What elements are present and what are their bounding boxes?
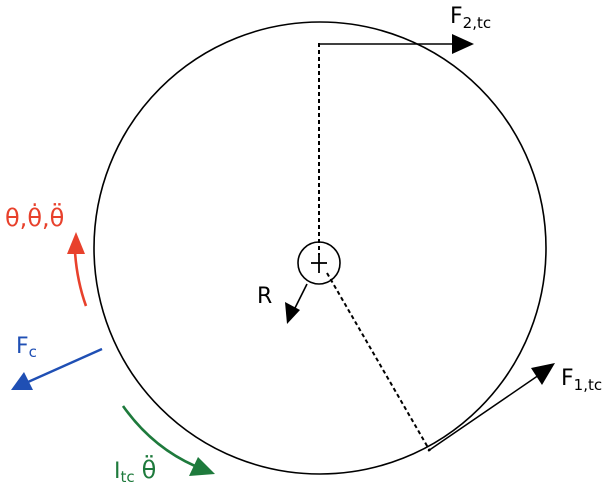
f1-arrowhead bbox=[531, 363, 555, 385]
f1-arrow-shaft bbox=[427, 374, 540, 452]
fc-label: Fc bbox=[16, 334, 37, 361]
radius-line-lower-right bbox=[326, 272, 431, 452]
theta-label: θ,θ̇,θ̈ bbox=[5, 203, 64, 232]
f2-label: F2,tc bbox=[450, 4, 491, 32]
inertia-arrow-shaft bbox=[121, 405, 196, 468]
theta-arrow-shaft bbox=[73, 251, 88, 307]
inertia-arrowhead bbox=[189, 457, 215, 476]
f1-label: F1,tc bbox=[561, 366, 602, 394]
wheel-circle bbox=[93, 21, 547, 475]
r-label: R bbox=[257, 284, 272, 309]
theta-arrowhead bbox=[67, 232, 85, 254]
fc-arrowhead bbox=[11, 372, 33, 390]
r-arrow-shaft bbox=[293, 283, 308, 311]
f2-arrowhead bbox=[452, 34, 474, 54]
fc-arrow-shaft bbox=[27, 347, 103, 384]
r-arrowhead bbox=[285, 302, 300, 324]
